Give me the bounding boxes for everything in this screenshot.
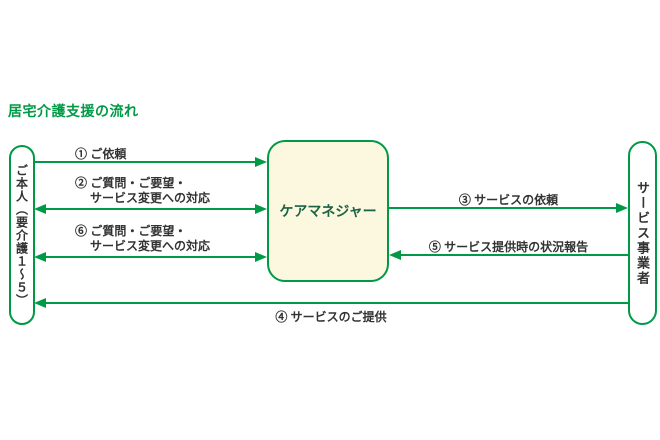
flow-4-label: ④ サービスのご提供	[275, 310, 387, 324]
node-person-label: ご本人（要介護１～５）	[14, 163, 29, 307]
flow-5-line	[395, 254, 628, 256]
node-provider: サービス事業者	[628, 141, 657, 325]
flow-5-label: ⑤ サービス提供時の状況報告	[428, 240, 589, 254]
flow-2-label-line1: ② ご質問・ご要望・	[75, 176, 187, 190]
node-provider-label: サービス事業者	[635, 180, 650, 286]
arrow-head-left-icon	[389, 250, 401, 260]
arrow-head-right-icon	[255, 204, 267, 214]
flow-2-arrow	[34, 203, 267, 215]
node-care-manager-label: ケアマネジャー	[279, 203, 377, 219]
node-person: ご本人（要介護１～５）	[9, 145, 35, 325]
flow-1-label: ① ご依頼	[75, 147, 127, 161]
flow-2-label-line2: サービス変更への対応	[90, 191, 211, 205]
flow-1-line	[34, 161, 261, 163]
arrow-head-right-icon	[616, 203, 628, 213]
arrow-head-left-icon	[34, 298, 46, 308]
flow-6-label: ⑥ ご質問・ご要望・ サービス変更への対応	[75, 224, 210, 254]
flow-3-arrow	[389, 202, 628, 214]
flow-3-label: ③ サービスの依頼	[458, 193, 559, 207]
arrow-head-left-icon	[34, 252, 46, 262]
diagram-title: 居宅介護支援の流れ	[8, 103, 139, 119]
flow-1-arrow	[34, 156, 267, 168]
flow-2-line	[40, 208, 261, 210]
flow-6-line	[40, 256, 261, 258]
flow-2-label: ② ご質問・ご要望・ サービス変更への対応	[75, 176, 210, 206]
flow-5-arrow	[389, 249, 628, 261]
flow-3-line	[389, 207, 622, 209]
flow-6-label-line1: ⑥ ご質問・ご要望・	[75, 224, 187, 238]
arrow-head-right-icon	[255, 157, 267, 167]
arrow-head-right-icon	[255, 252, 267, 262]
flow-4-line	[40, 302, 628, 304]
flow-6-label-line2: サービス変更への対応	[90, 239, 211, 253]
arrow-head-left-icon	[34, 204, 46, 214]
flow-4-arrow	[34, 297, 628, 309]
flow-6-arrow	[34, 251, 267, 263]
node-care-manager: ケアマネジャー	[267, 140, 389, 282]
